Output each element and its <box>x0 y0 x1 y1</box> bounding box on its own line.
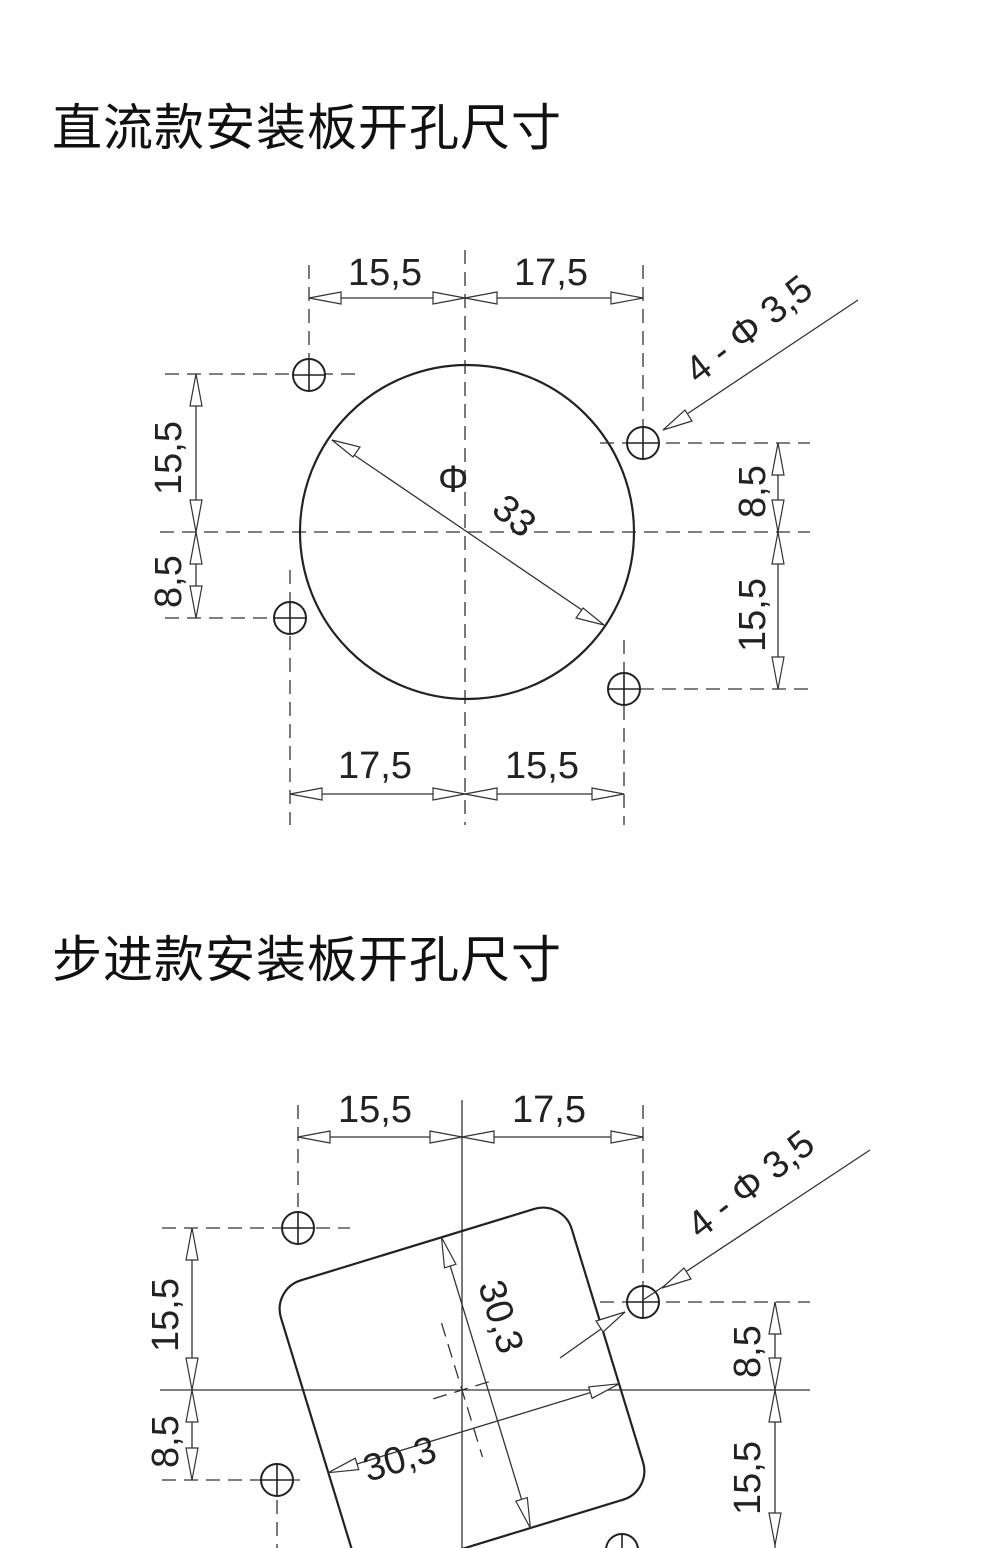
dc-hole-top-left <box>292 358 326 392</box>
dc-hole-note: 4 - Φ 3,5 <box>678 268 821 393</box>
stepper-drawing: 30,3 30,3 15,5 17,5 15,5 8,5 <box>145 1089 871 1548</box>
dc-hole-leader <box>662 299 859 431</box>
stepper-left-upper-dim: 15,5 <box>145 1278 187 1352</box>
stepper-top-right-dim: 17,5 <box>512 1089 586 1131</box>
dc-main-cutout <box>298 363 636 701</box>
stepper-square-cutout <box>278 1206 646 1548</box>
dc-section-title: 直流款安装板开孔尺寸 <box>52 99 562 157</box>
dc-top-left-dim: 15,5 <box>348 252 422 294</box>
dc-right-lower-dim: 15,5 <box>732 578 774 652</box>
stepper-square-dim-a: 30,3 <box>469 1275 531 1358</box>
stepper-top-left-dim: 15,5 <box>338 1089 412 1131</box>
stepper-right-lower-dim: 15,5 <box>727 1441 769 1515</box>
stepper-section-title: 步进款安装板开孔尺寸 <box>52 931 562 989</box>
stepper-hole-bottom-left <box>260 1463 294 1497</box>
stepper-hole-top-right <box>626 1285 660 1319</box>
dc-bottom-left-dim: 17,5 <box>338 745 412 787</box>
dc-hole-bottom-left <box>273 601 307 635</box>
dc-diameter-symbol: Φ <box>438 459 468 501</box>
stepper-hole-bottom-right <box>605 1533 639 1548</box>
dc-bottom-right-dim: 15,5 <box>505 745 579 787</box>
dc-top-right-dim: 17,5 <box>514 252 588 294</box>
dc-hole-bottom-right <box>607 672 641 706</box>
dc-drawing: Φ 33 15,5 17,5 17,5 15,5 <box>148 250 859 825</box>
stepper-hole-top-left <box>281 1211 315 1245</box>
stepper-square-dim-b: 30,3 <box>358 1429 441 1491</box>
dc-left-upper-dim: 15,5 <box>148 421 190 495</box>
dc-diameter-line <box>331 439 605 626</box>
dc-left-lower-dim: 8,5 <box>148 555 190 608</box>
dc-right-upper-dim: 8,5 <box>732 465 774 518</box>
dc-diameter-value: 33 <box>484 487 543 546</box>
stepper-left-lower-dim: 8,5 <box>145 1415 187 1468</box>
dc-hole-top-right <box>626 426 660 460</box>
stepper-right-upper-dim: 8,5 <box>727 1325 769 1378</box>
